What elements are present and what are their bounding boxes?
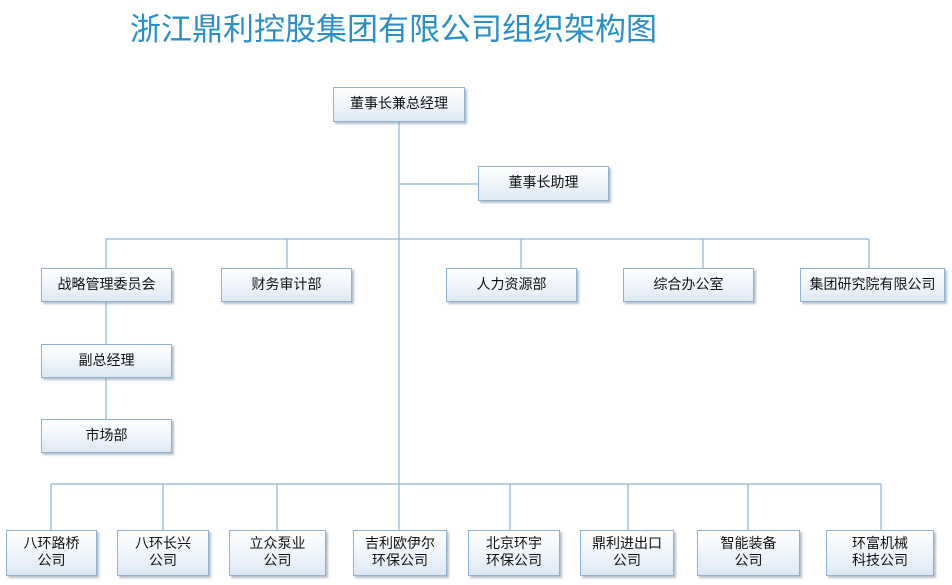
node-deputy-gm-label: 副总经理	[78, 352, 135, 369]
node-subsidiary: 八环长兴 公司	[117, 530, 209, 576]
chart-title: 浙江鼎利控股集团有限公司组织架构图	[130, 12, 657, 48]
node-subsidiary-label: 立众泵业 公司	[249, 536, 306, 569]
node-marketing-label: 市场部	[85, 427, 128, 444]
node-subsidiary-label: 环富机械 科技公司	[852, 536, 908, 569]
node-hr: 人力资源部	[446, 268, 577, 302]
node-subsidiary-label: 八环长兴 公司	[135, 536, 191, 569]
node-general-office: 综合办公室	[623, 268, 754, 302]
node-finance-label: 财务审计部	[251, 276, 322, 293]
node-general-office-label: 综合办公室	[653, 276, 724, 293]
node-assistant: 董事长助理	[478, 166, 609, 201]
node-marketing: 市场部	[41, 419, 172, 453]
node-subsidiary-label: 智能装备 公司	[720, 536, 777, 569]
node-subsidiary: 八环路桥 公司	[6, 530, 97, 576]
node-subsidiary: 立众泵业 公司	[229, 530, 326, 576]
node-subsidiary: 鼎利进出口 公司	[580, 530, 674, 576]
node-subsidiary: 吉利欧伊尔 环保公司	[353, 530, 447, 576]
node-subsidiary-label: 鼎利进出口 公司	[592, 536, 662, 569]
node-subsidiary: 环富机械 科技公司	[826, 530, 934, 576]
node-chairman: 董事长兼总经理	[333, 87, 465, 122]
node-finance: 财务审计部	[221, 268, 352, 302]
node-subsidiary: 北京环宇 环保公司	[468, 530, 560, 576]
node-chairman-label: 董事长兼总经理	[350, 96, 448, 112]
node-subsidiary: 智能装备 公司	[697, 530, 800, 576]
node-hr-label: 人力资源部	[476, 276, 547, 293]
node-subsidiary-label: 吉利欧伊尔 环保公司	[365, 536, 435, 569]
node-strategy-label: 战略管理委员会	[57, 276, 156, 293]
node-assistant-label: 董事长助理	[508, 175, 579, 191]
node-research-label: 集团研究院有限公司	[809, 276, 936, 293]
node-research: 集团研究院有限公司	[800, 268, 945, 302]
node-subsidiary-label: 八环路桥 公司	[23, 536, 80, 569]
node-strategy: 战略管理委员会	[41, 268, 172, 302]
node-deputy-gm: 副总经理	[41, 344, 172, 378]
node-subsidiary-label: 北京环宇 环保公司	[486, 536, 542, 569]
